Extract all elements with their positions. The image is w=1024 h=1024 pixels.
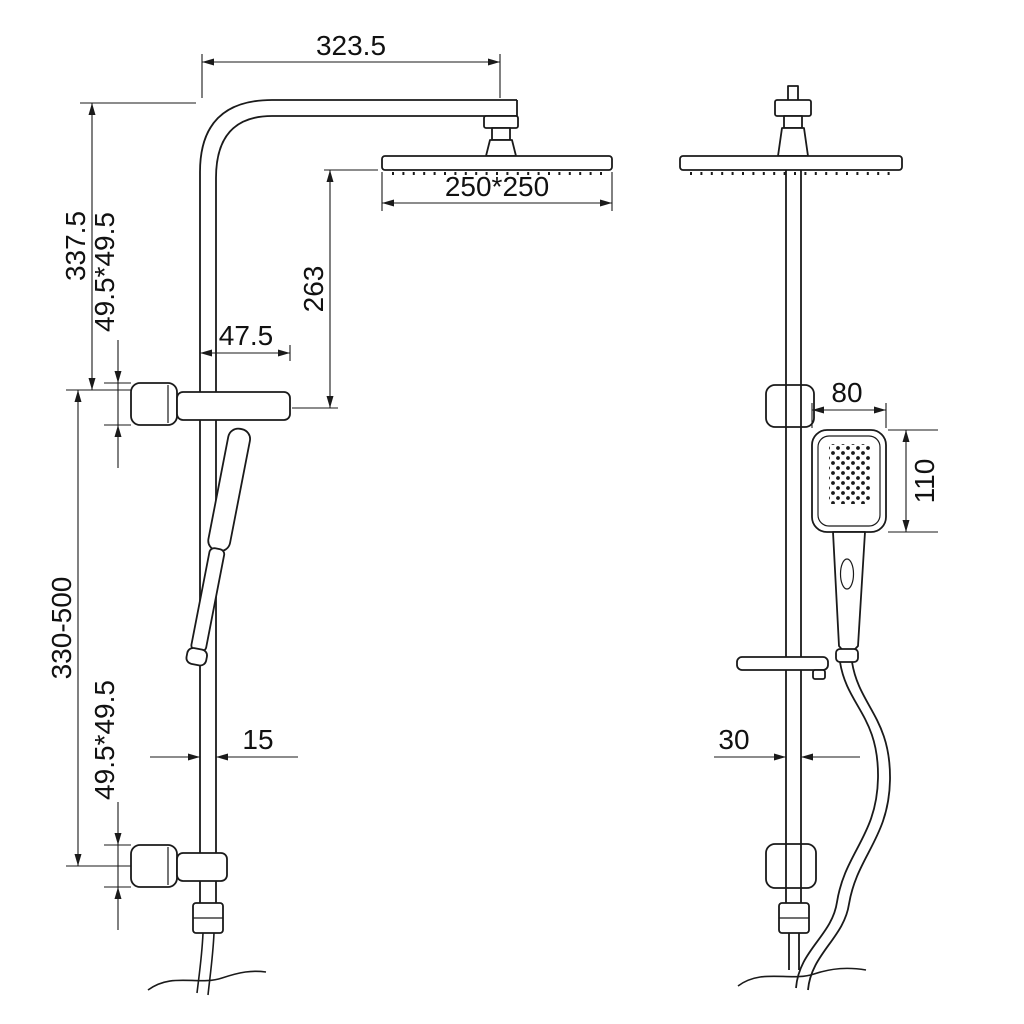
dim-head-size: 250*250 — [381, 171, 613, 211]
dim-rail-depth: 15 — [150, 724, 298, 761]
dim-lower-bracket-plate: 49.5*49.5 — [89, 680, 131, 930]
dim-handset-width: 80 — [811, 377, 887, 428]
side-handset-inlet — [185, 647, 208, 667]
front-view — [679, 85, 903, 991]
dim-arm-reach-label: 323.5 — [316, 30, 386, 61]
dim-handset-height: 110 — [888, 429, 940, 533]
side-handset — [185, 427, 251, 667]
front-handset-mode-button — [839, 558, 855, 590]
front-handset-handle — [832, 531, 866, 653]
side-handset-handle — [190, 547, 226, 653]
dim-handset-width-label: 80 — [831, 377, 862, 408]
front-inlet-flange — [774, 99, 812, 117]
front-inlet-stub — [787, 85, 799, 100]
dim-upper-bracket-label: 49.5*49.5 — [89, 212, 120, 332]
side-head-connector-flange — [483, 115, 519, 129]
front-hose-right-edge — [807, 661, 891, 991]
front-lower-bracket-plate — [765, 843, 817, 889]
front-view-dimensions: 80 110 30 — [714, 377, 940, 761]
front-connector-cone — [777, 127, 809, 157]
dim-upper-bracket-plate: 49.5*49.5 — [89, 212, 131, 468]
side-upper-bracket-plate — [130, 382, 178, 426]
dim-rail-width: 30 — [714, 724, 860, 761]
front-shower-head-plate — [679, 155, 903, 171]
side-head-connector-stem — [491, 127, 511, 141]
front-water-break-line — [737, 967, 867, 987]
side-lower-bracket-arm — [176, 852, 228, 882]
front-shelf-hook — [812, 669, 826, 680]
side-rail-inner-edge — [215, 115, 517, 903]
dim-upper-height: 337.5 — [60, 102, 196, 391]
side-view-dimensions: 323.5 337.5 330-500 49.5*49.5 47 — [46, 30, 613, 930]
side-shower-head-plate — [381, 155, 613, 171]
front-handset-spray-nozzles — [829, 444, 871, 504]
front-upper-bracket-plate — [765, 384, 815, 428]
dim-handset-height-label: 110 — [909, 459, 940, 504]
dim-rail-depth-label: 15 — [242, 724, 273, 755]
dim-lower-bracket-label: 49.5*49.5 — [89, 680, 120, 800]
side-hose-right-edge — [207, 932, 215, 996]
side-hose-left-edge — [196, 932, 204, 994]
front-connector-stem — [783, 115, 803, 129]
dim-bracket-offset-label: 47.5 — [219, 320, 274, 351]
dim-head-size-label: 250*250 — [445, 171, 549, 202]
side-upper-bracket-arm — [176, 391, 291, 421]
dim-height-range-label: 330-500 — [46, 577, 77, 680]
side-head-connector-cone — [485, 139, 517, 157]
side-water-break-line — [147, 970, 267, 991]
side-view — [130, 99, 613, 996]
dim-head-drop: 263 — [292, 169, 378, 409]
side-handset-head — [207, 427, 251, 552]
front-handset — [811, 429, 887, 663]
side-rail-outer-edge — [199, 99, 517, 903]
side-lower-bracket-plate — [130, 844, 178, 888]
dim-head-drop-label: 263 — [298, 266, 329, 313]
dim-rail-width-label: 30 — [718, 724, 749, 755]
front-shelf — [736, 656, 829, 671]
dim-arm-reach: 323.5 — [201, 30, 501, 98]
dim-height-range: 330-500 — [46, 390, 131, 867]
front-hose-nut — [835, 648, 859, 663]
dim-bracket-offset: 47.5 — [200, 320, 291, 361]
front-handset-face-rim — [817, 435, 881, 527]
front-hose-left-edge — [795, 661, 879, 989]
dim-upper-height-label: 337.5 — [60, 211, 91, 281]
